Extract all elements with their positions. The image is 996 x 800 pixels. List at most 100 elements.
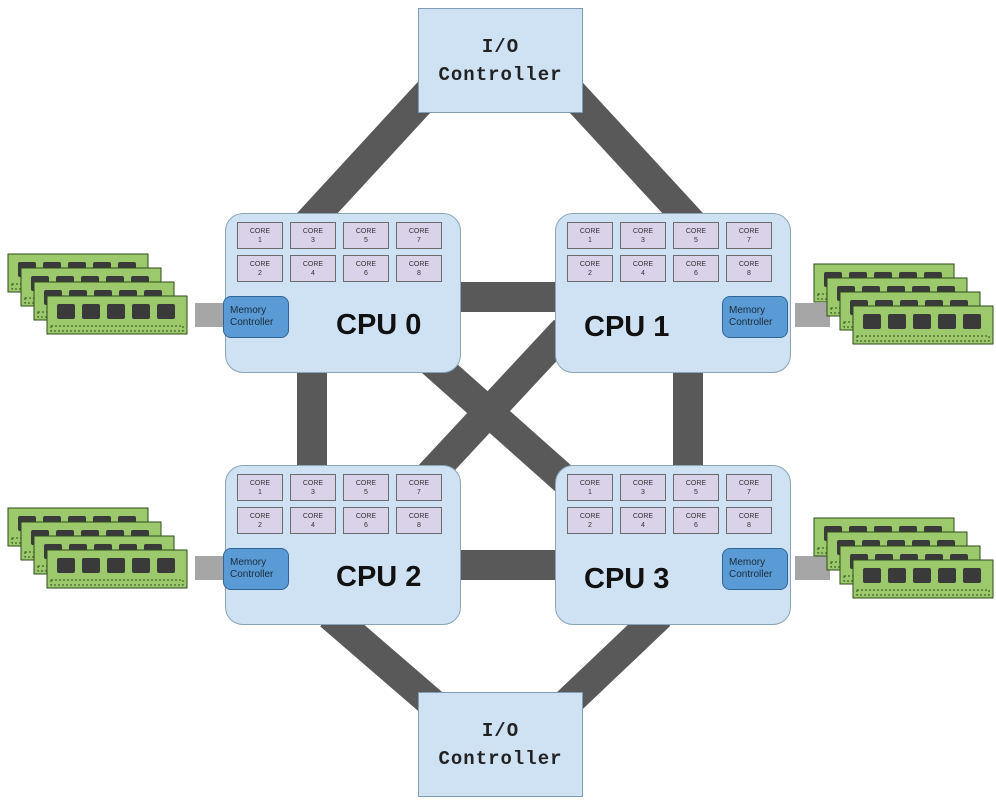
core-label: CORE (355, 260, 377, 268)
memory-controller-label-line2: Controller (729, 317, 773, 328)
core-label: CORE (579, 479, 601, 487)
core-number: 4 (311, 521, 315, 529)
core-label: CORE (249, 479, 271, 487)
core-label: CORE (685, 227, 707, 235)
core-number: 6 (364, 521, 368, 529)
core-label: CORE (685, 479, 707, 487)
core-label: CORE (685, 512, 707, 520)
core-label: CORE (355, 512, 377, 520)
ram-chip (82, 558, 100, 573)
core-number: 2 (258, 269, 262, 277)
io-controller-label-line2: Controller (438, 747, 563, 770)
ram-chip (963, 314, 981, 329)
core-number: 8 (417, 269, 421, 277)
core-number: 5 (364, 236, 368, 244)
core-label: CORE (579, 227, 601, 235)
memory-controller-label-line1: Memory (729, 305, 766, 316)
memory-controller: Memory Controller (223, 548, 289, 590)
core-label: CORE (738, 260, 760, 268)
ram-module (46, 549, 188, 589)
ram-module (852, 559, 994, 599)
core-label: CORE (249, 260, 271, 268)
core-number: 4 (641, 269, 645, 277)
core-number: 5 (364, 488, 368, 496)
ram-modules-cpu2 (7, 507, 188, 589)
memory-controller-label-line1: Memory (230, 305, 267, 316)
ram-modules-cpu3 (813, 517, 994, 599)
core-label: CORE (685, 260, 707, 268)
ram-chip (963, 568, 981, 583)
io-controller-label-line2: Controller (438, 63, 563, 86)
ram-chip (157, 558, 175, 573)
core-label: CORE (355, 227, 377, 235)
memory-controller-label-line2: Controller (230, 317, 274, 328)
core-label: CORE (738, 512, 760, 520)
core-number: 2 (588, 521, 592, 529)
core-label: CORE (249, 512, 271, 520)
ram-pins (50, 579, 184, 586)
core-number: 1 (258, 236, 262, 244)
ram-chip (938, 314, 956, 329)
core-label: CORE (579, 512, 601, 520)
core-number: 3 (641, 488, 645, 496)
ram-chip (913, 568, 931, 583)
cpu-label: CPU 0 (336, 309, 422, 341)
ram-modules-cpu0 (7, 253, 188, 335)
ram-pins (856, 335, 990, 342)
memory-controller-label-line2: Controller (230, 569, 274, 580)
core-number: 5 (694, 236, 698, 244)
memory-controller: Memory Controller (722, 548, 788, 590)
ram-chip (863, 568, 881, 583)
core-number: 7 (747, 236, 751, 244)
core-label: CORE (632, 227, 654, 235)
core-label: CORE (355, 479, 377, 487)
ram-chip (57, 304, 75, 319)
core-label: CORE (738, 479, 760, 487)
link-io-top-cpu0 (288, 69, 452, 243)
core-number: 3 (311, 236, 315, 244)
core-number: 1 (258, 488, 262, 496)
io-controller-label-line1: I/O (481, 35, 520, 58)
ram-modules-cpu1 (813, 263, 994, 345)
core-label: CORE (408, 479, 430, 487)
ram-chip (107, 304, 125, 319)
core-label: CORE (632, 479, 654, 487)
ram-module (46, 295, 188, 335)
core-number: 2 (588, 269, 592, 277)
core-number: 8 (417, 521, 421, 529)
core-number: 3 (641, 236, 645, 244)
core-label: CORE (302, 512, 324, 520)
core-number: 5 (694, 488, 698, 496)
ram-chip (132, 304, 150, 319)
cpu-label: CPU 1 (584, 311, 670, 343)
